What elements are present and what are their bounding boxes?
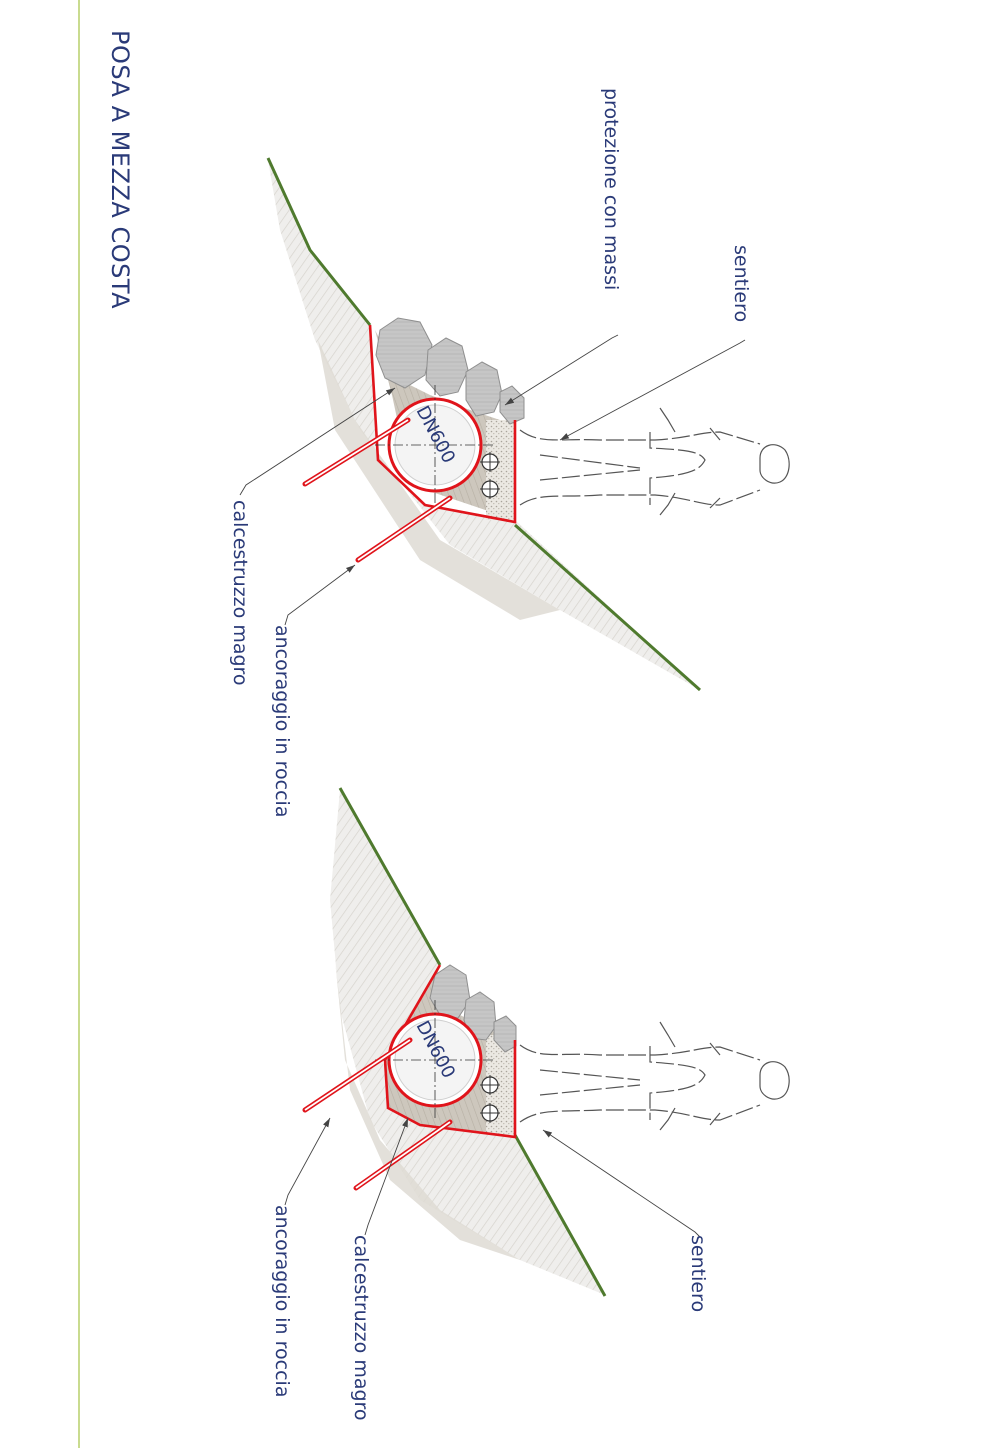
rock-anchor-core (355, 1121, 451, 1189)
rock-anchor-core (357, 497, 451, 561)
boulder (465, 361, 503, 417)
person-silhouette (519, 1044, 761, 1123)
rock-shadow (318, 340, 560, 620)
ground-line (266, 157, 701, 692)
detail-bottom: DN600 sentiero calcestruzzo magro ancora… (271, 787, 790, 1421)
sheet-title: POSA A MEZZA COSTA (106, 30, 134, 309)
boulder (425, 337, 469, 397)
label-protezione: protezione con massi (600, 88, 622, 290)
trench-outline (368, 324, 517, 524)
person-head (659, 1021, 790, 1131)
leader-protezione (504, 334, 619, 406)
label-calcestruzzo: calcestruzzo magro (229, 500, 251, 686)
label-ancoraggio: ancoraggio in roccia (271, 1205, 293, 1397)
label-ancoraggio: ancoraggio in roccia (271, 625, 293, 817)
label-sentiero: sentiero (687, 1235, 709, 1312)
leader-calcestruzzo (239, 387, 396, 496)
detail-top: DN600 sentiero protezione co (229, 88, 790, 817)
leader-sentiero (542, 1129, 701, 1238)
person-head (659, 407, 790, 516)
person-silhouette (519, 429, 761, 506)
leader-sentiero (559, 339, 746, 441)
rock-anchor-core (304, 419, 409, 485)
boulder (463, 991, 497, 1041)
label-sentiero: sentiero (730, 245, 752, 322)
leader-ancoraggio (284, 564, 356, 626)
boulder (375, 317, 433, 389)
boulder (429, 964, 471, 1019)
boulder (499, 385, 525, 425)
rock-shadow (335, 960, 520, 1260)
ground-line (338, 787, 607, 1297)
label-calcestruzzo: calcestruzzo magro (350, 1235, 372, 1421)
leader-calcestruzzo (364, 1117, 409, 1236)
rock-mass (330, 790, 605, 1295)
leader-ancoraggio (284, 1117, 331, 1206)
rock-anchor-core (304, 1039, 411, 1111)
